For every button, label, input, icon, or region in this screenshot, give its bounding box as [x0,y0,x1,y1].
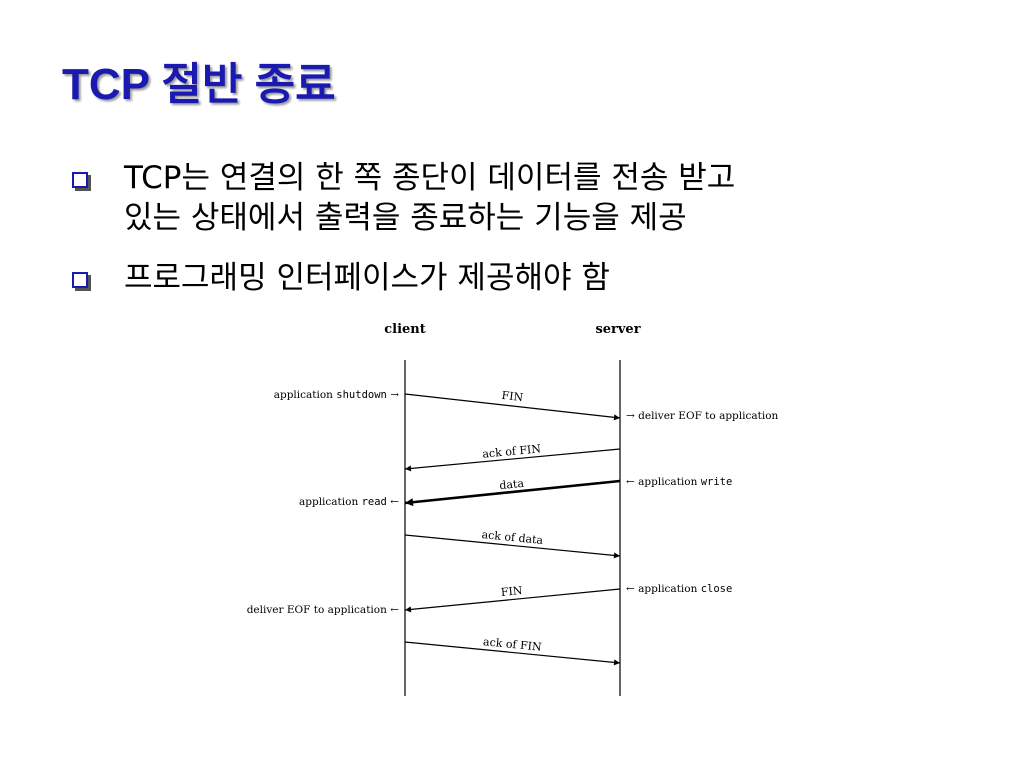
client-header: client [384,322,426,337]
fin-server-arrow [404,588,621,613]
ack-fin-server-label: ack of FIN [482,442,542,460]
note-application-read: application read ← [299,496,399,508]
ack-data-label: ack of data [481,528,544,547]
data-arrow [404,479,621,507]
bullet-text-1b: 있는 상태에서 출력을 종료하는 기능을 제공 [124,200,687,236]
server-header: server [595,322,640,337]
note-application-close: ← application close [626,583,732,595]
bullet-text-1a: TCP는 연결의 한 쪽 종단이 데이터를 전송 받고 [124,160,736,196]
ack-data-arrow [404,534,621,559]
note-client-deliver-eof: deliver EOF to application ← [247,604,399,616]
slide-title: TCP 절반 종료 [62,60,336,109]
bullet-marker-1 [72,172,88,188]
fin-client-label: FIN [501,389,524,404]
fin-server-label: FIN [500,584,523,599]
ack-fin-client-arrow [404,641,621,666]
note-server-deliver-eof: → deliver EOF to application [626,410,779,422]
data-label: data [499,477,525,492]
ack-fin-server-arrow [404,448,621,472]
note-application-shutdown: application shutdown → [274,389,399,401]
bullet-marker-2 [72,272,88,288]
ack-fin-client-label: ack of FIN [483,635,543,654]
bullet-text-2: 프로그래밍 인터페이스가 제공해야 함 [124,260,610,296]
fin-client-arrow [404,393,621,421]
note-application-write: ← application write [626,476,732,488]
